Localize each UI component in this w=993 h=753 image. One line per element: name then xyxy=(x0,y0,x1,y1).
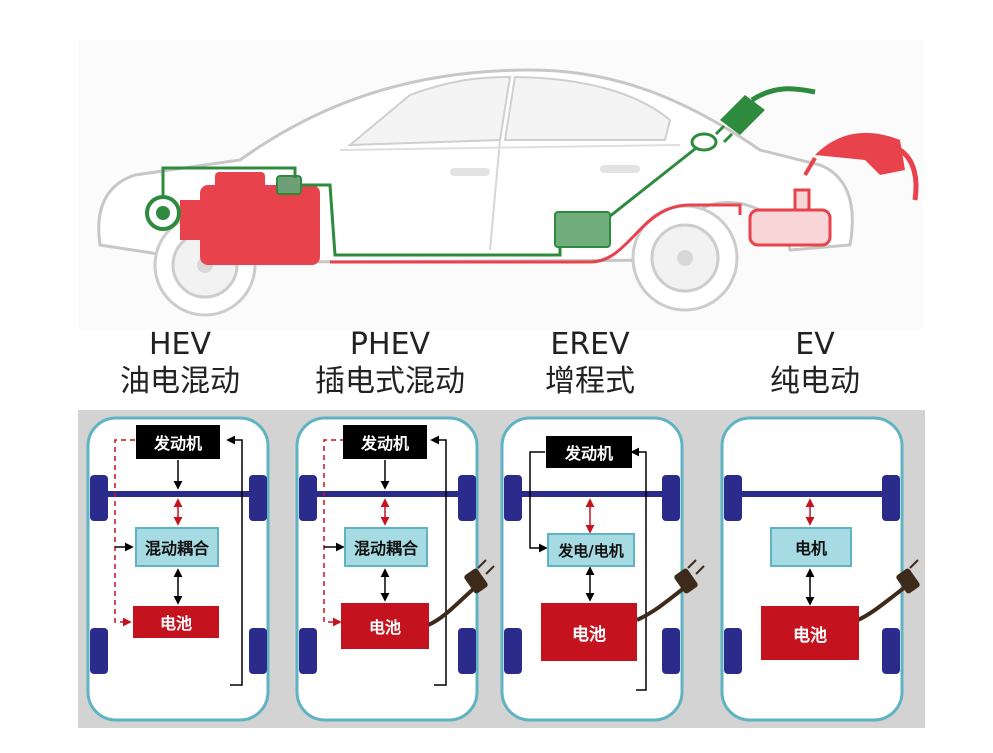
phev-schematic xyxy=(295,416,495,722)
wheel xyxy=(724,628,742,674)
wheel xyxy=(724,475,742,521)
engine-graphic xyxy=(180,172,320,265)
battery-box: 电池 xyxy=(341,603,429,649)
label-ev: EV 纯电动 xyxy=(715,328,915,402)
fuel-tank-graphic xyxy=(748,188,832,247)
hev-schematic xyxy=(86,416,270,722)
wheel xyxy=(504,475,522,521)
plug-icon xyxy=(674,559,705,594)
ev-schematic xyxy=(720,416,920,722)
generator-motor-box: 发电/电机 xyxy=(547,533,635,567)
type-name: 纯电动 xyxy=(770,364,860,399)
type-name: 油电混动 xyxy=(120,364,240,399)
engine-box: 发动机 xyxy=(546,436,632,468)
wheel xyxy=(90,628,108,674)
wheel xyxy=(458,475,476,521)
plug-icon xyxy=(896,559,920,594)
wheel xyxy=(299,475,317,521)
battery-box: 电池 xyxy=(761,606,859,660)
wheel xyxy=(662,628,680,674)
battery-box: 电池 xyxy=(541,603,637,661)
plug-icon xyxy=(464,559,495,594)
car-battery-graphic xyxy=(554,211,611,248)
erev-schematic xyxy=(500,416,705,722)
wheel xyxy=(458,628,476,674)
wheel xyxy=(90,475,108,521)
type-code: EREV xyxy=(550,327,630,362)
engine-box: 发动机 xyxy=(343,425,427,459)
label-phev: PHEV 插电式混动 xyxy=(290,328,490,402)
motor-box: 电机 xyxy=(770,527,852,567)
label-hev: HEV 油电混动 xyxy=(80,328,280,402)
type-code: PHEV xyxy=(349,327,431,362)
label-erev: EREV 增程式 xyxy=(490,328,690,402)
car-illustration xyxy=(97,68,919,317)
hybrid-coupling-box: 混动耦合 xyxy=(135,527,219,567)
wheel xyxy=(249,475,267,521)
generator-graphic xyxy=(145,195,181,231)
wheel xyxy=(662,475,680,521)
type-name: 增程式 xyxy=(545,364,635,399)
wheel xyxy=(504,628,522,674)
battery-box: 电池 xyxy=(133,606,219,638)
wheel xyxy=(249,628,267,674)
rear-wheel xyxy=(631,204,739,312)
fuel-nozzle-icon xyxy=(803,132,919,201)
engine-box: 发动机 xyxy=(136,425,220,459)
wheel xyxy=(882,628,900,674)
type-name: 插电式混动 xyxy=(315,364,465,399)
wheel xyxy=(299,628,317,674)
hybrid-coupling-box: 混动耦合 xyxy=(344,527,428,567)
wheel xyxy=(882,475,900,521)
charge-port-graphic xyxy=(690,132,718,152)
type-code: HEV xyxy=(148,327,212,362)
electric-plug-icon xyxy=(714,86,816,144)
type-code: EV xyxy=(795,327,835,362)
